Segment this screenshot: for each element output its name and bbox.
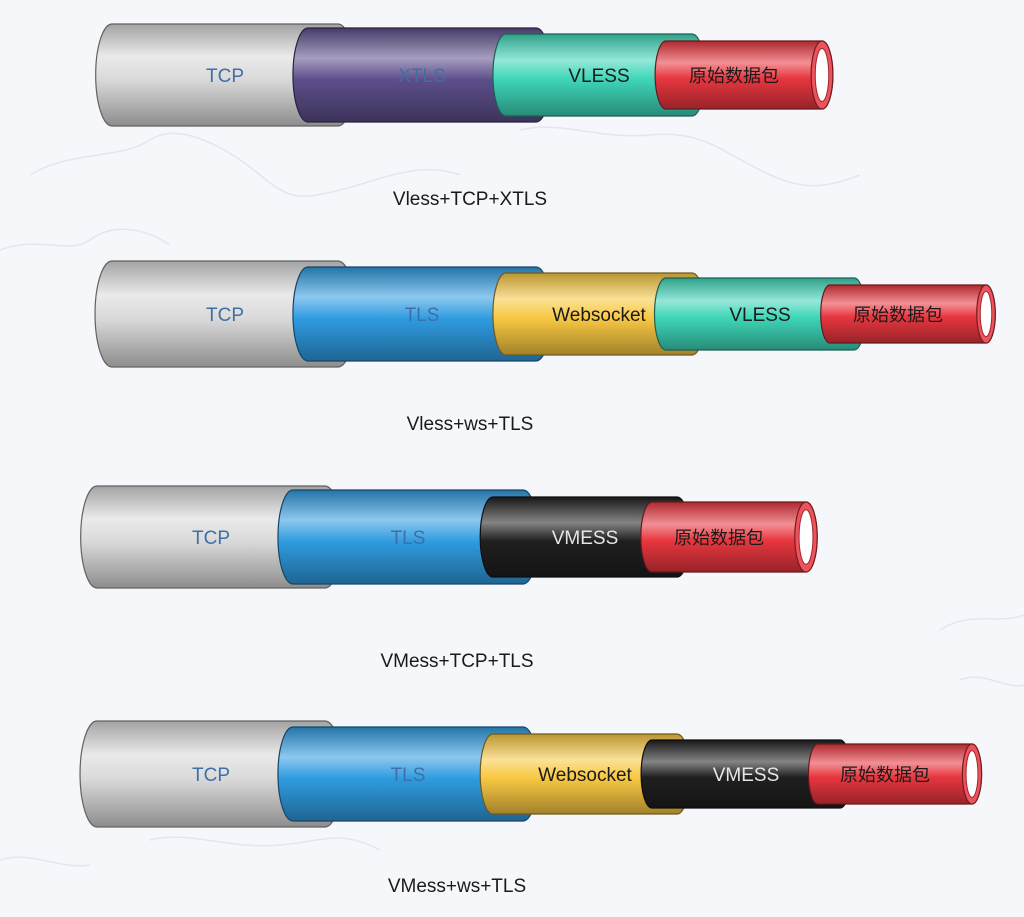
diagram-caption: Vless+ws+TLS (407, 414, 534, 435)
layer-label: TCP (192, 528, 230, 549)
cylinder-hole (979, 290, 993, 338)
layer-label: Websocket (538, 765, 632, 786)
layer-raw-packet: 原始数据包 (654, 40, 834, 110)
layer-tls: TLS (277, 489, 539, 585)
layer-websocket: Websocket (492, 272, 706, 356)
background-map-outline (0, 126, 1024, 867)
layer-raw-packet: 原始数据包 (640, 501, 818, 573)
layer-label: TCP (206, 305, 244, 326)
layer-tls: TLS (292, 266, 552, 362)
layer-label: 原始数据包 (674, 528, 764, 549)
layer-label: 原始数据包 (853, 305, 943, 326)
layer-label: TLS (405, 305, 440, 326)
stack-diagram-vless-tcp-xtls: TCP XTLS VLESS 原始数据包 Vless+TCP+XTLS (95, 23, 834, 210)
layer-label: VLESS (729, 305, 790, 326)
diagram-caption: Vless+TCP+XTLS (393, 189, 547, 210)
layer-label: TLS (391, 528, 426, 549)
layer-raw-packet: 原始数据包 (807, 743, 983, 805)
stack-diagram-vmess-ws-tls: TCP TLS Websocket VMESS 原始数据包 VMess+ws+TLS (79, 720, 983, 897)
layer-label: TLS (391, 765, 426, 786)
layer-label: 原始数据包 (840, 765, 930, 786)
layer-label: VMESS (713, 765, 780, 786)
layer-vmess: VMESS (640, 739, 852, 809)
layer-label: XTLS (398, 66, 446, 87)
diagram-caption: VMess+TCP+TLS (380, 651, 533, 672)
layer-label: TCP (206, 66, 244, 87)
diagram-caption: VMess+ws+TLS (388, 876, 526, 897)
layer-raw-packet: 原始数据包 (820, 284, 996, 344)
stack-diagram-vless-ws-tls: TCP TLS Websocket VLESS 原始数据包 Vless+ws+TLS (94, 260, 996, 435)
layer-vmess: VMESS (479, 496, 691, 578)
layer-tls: TLS (277, 726, 539, 822)
layer-label: VLESS (568, 66, 629, 87)
cylinder-hole (965, 750, 979, 798)
layer-label: VMESS (552, 528, 619, 549)
layer-label: 原始数据包 (689, 66, 779, 87)
cylinder-hole (798, 509, 814, 565)
layer-vless: VLESS (653, 277, 867, 351)
layer-label: TCP (192, 765, 230, 786)
cylinder-hole (814, 47, 830, 103)
layer-label: Websocket (552, 305, 646, 326)
stack-diagram-vmess-tcp-tls: TCP TLS VMESS 原始数据包 VMess+TCP+TLS (80, 485, 818, 672)
